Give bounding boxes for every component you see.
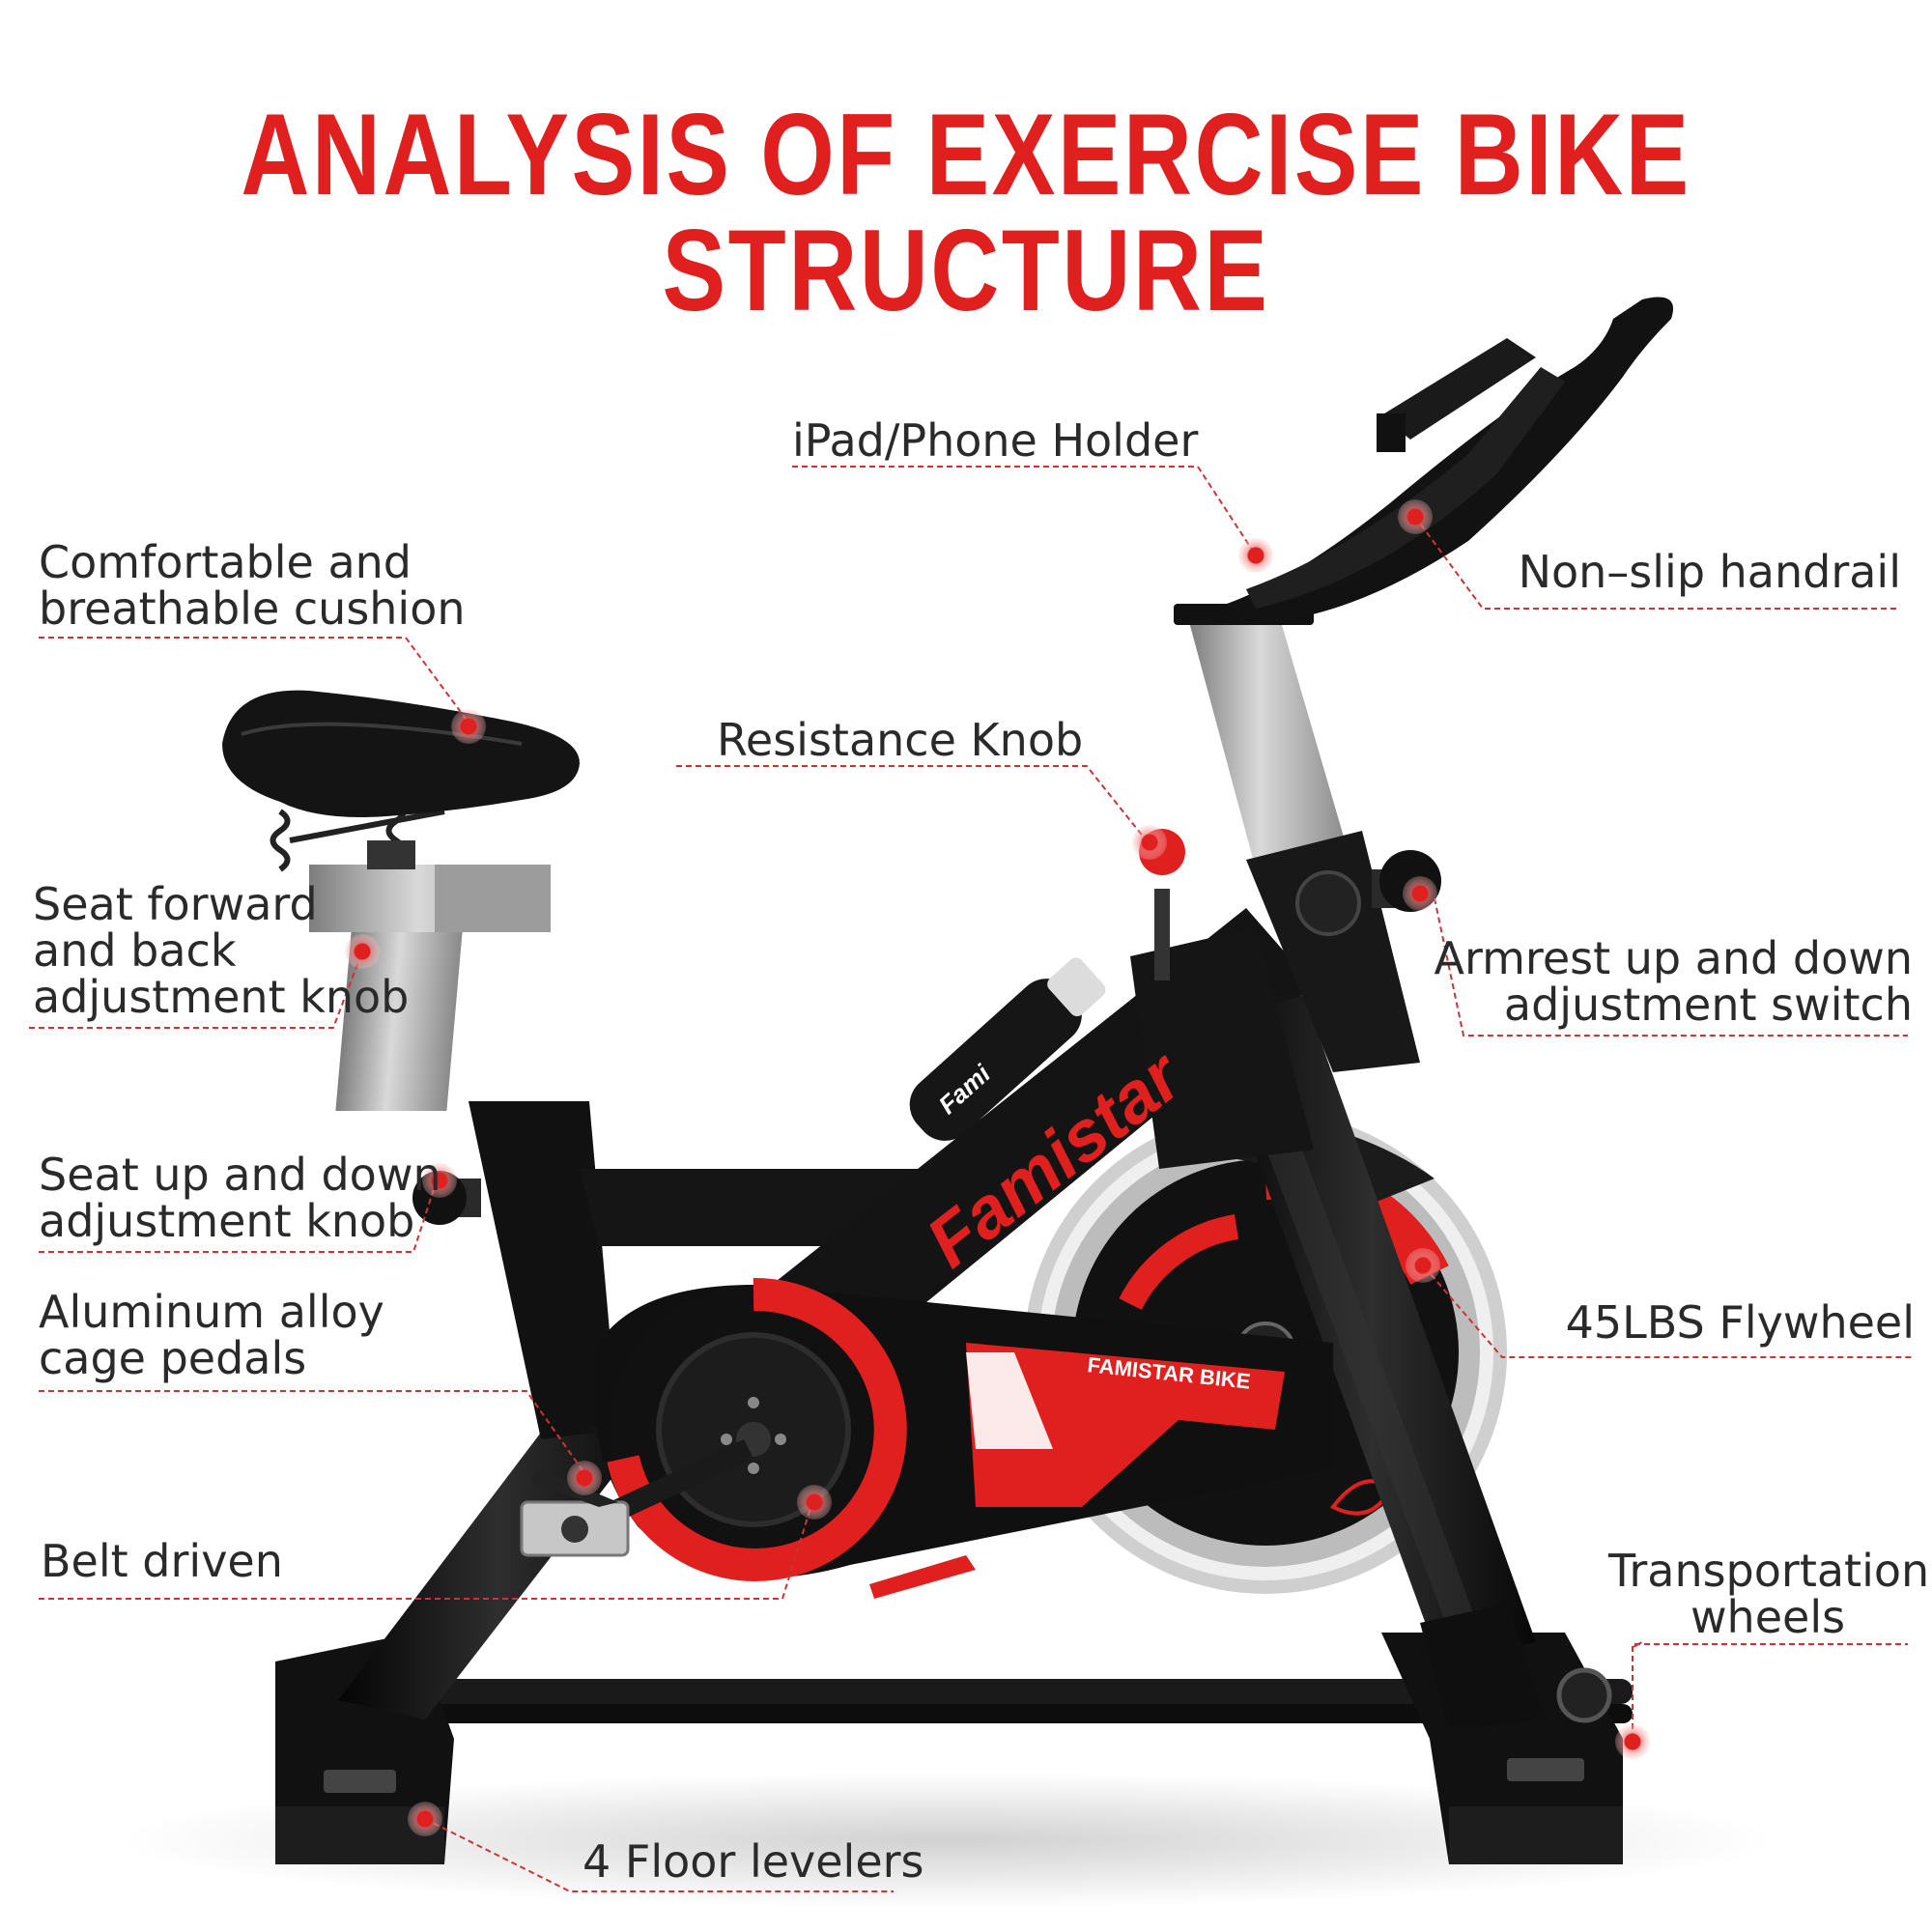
leader-resistance (676, 765, 1146, 839)
label-line: Non–slip handrail (1518, 546, 1901, 598)
handlebar-stem (1188, 618, 1348, 869)
water-bottle: Fami (909, 957, 1106, 1141)
label-belt: Belt driven (41, 1538, 283, 1584)
leader-flywheel (1424, 1266, 1913, 1358)
crank-arm (599, 1439, 753, 1526)
label-seat-fb: Seat forward and back adjustment knob (33, 881, 409, 1020)
dot-seat-fb (345, 934, 380, 969)
label-line: Resistance Knob (717, 714, 1084, 766)
stem-knob (1295, 870, 1361, 936)
label-line: adjustment knob (39, 1195, 415, 1247)
label-line: Armrest up and down (1434, 932, 1913, 984)
label-line: 4 Floor levelers (582, 1835, 924, 1888)
dot-levelers (408, 1802, 442, 1836)
leader-seat-fb (29, 951, 363, 1029)
dot-resistance (1132, 825, 1167, 860)
leader-levelers (424, 1818, 894, 1892)
label-wheels: Transportation wheels (1608, 1545, 1930, 1643)
label-line: adjustment switch (1503, 979, 1913, 1031)
label-levelers: 4 Floor levelers (582, 1838, 924, 1885)
label-line: Belt driven (41, 1535, 283, 1587)
dot-seat-ud (422, 1163, 457, 1198)
page-title: ANALYSIS OF EXERCISE BIKE STRUCTURE (241, 90, 1691, 335)
dot-wheels (1615, 1724, 1650, 1759)
leader-pedals (39, 1390, 585, 1474)
dot-cushion (451, 709, 486, 744)
dot-handrail (1398, 499, 1433, 534)
leader-belt (39, 1504, 812, 1600)
phone-holder (1381, 338, 1536, 440)
hotspots (345, 499, 1650, 1836)
leader-seat-ud (39, 1185, 436, 1253)
leader-handrail (1414, 516, 1898, 610)
label-seat-ud: Seat up and down adjustment knob (39, 1151, 441, 1244)
leader-phone-holder (792, 466, 1257, 556)
dot-flywheel (1406, 1248, 1440, 1283)
label-line: and back (33, 924, 237, 977)
label-line: Comfortable and (39, 536, 412, 588)
leader-cushion (39, 637, 469, 724)
label-line: breathable cushion (39, 582, 466, 635)
floor-shadow (116, 1773, 1777, 1908)
base-frame (275, 1633, 1633, 1864)
label-line: Seat up and down (39, 1149, 441, 1201)
label-handrail: Non–slip handrail (1519, 549, 1901, 595)
label-phone-holder: iPad/Phone Holder (792, 417, 1198, 464)
label-flywheel: 45LBS Flywheel (1566, 1299, 1915, 1346)
leader-lines (29, 466, 1913, 1892)
label-line: 45LBS Flywheel (1565, 1296, 1915, 1349)
dot-armrest (1403, 876, 1437, 911)
dot-belt (797, 1485, 832, 1520)
label-line: adjustment knob (33, 971, 410, 1023)
crank-wheel (607, 1277, 907, 1581)
front-leg (1420, 1604, 1546, 1729)
saddle (222, 690, 580, 817)
console-housing (1130, 927, 1314, 1169)
label-armrest: Armrest up and down adjustment switch (1435, 935, 1913, 1028)
label-line: wheels (1690, 1591, 1846, 1643)
label-line: Aluminum alloy (39, 1286, 384, 1338)
leader-wheels-2 (1632, 1643, 1908, 1739)
dot-pedals (567, 1461, 602, 1495)
label-cushion: Comfortable and breathable cushion (39, 539, 466, 632)
dot-phone-holder (1238, 538, 1273, 573)
label-line: iPad/Phone Holder (792, 414, 1199, 467)
label-line: Transportation (1608, 1545, 1930, 1597)
label-pedals: Aluminum alloy cage pedals (39, 1289, 384, 1381)
seat-tube (469, 1101, 618, 1439)
handlebar (1227, 297, 1673, 623)
label-resistance: Resistance Knob (717, 717, 1083, 763)
label-line: Seat forward (33, 878, 318, 930)
leader-armrest (1434, 897, 1908, 1037)
label-line: cage pedals (39, 1332, 307, 1384)
